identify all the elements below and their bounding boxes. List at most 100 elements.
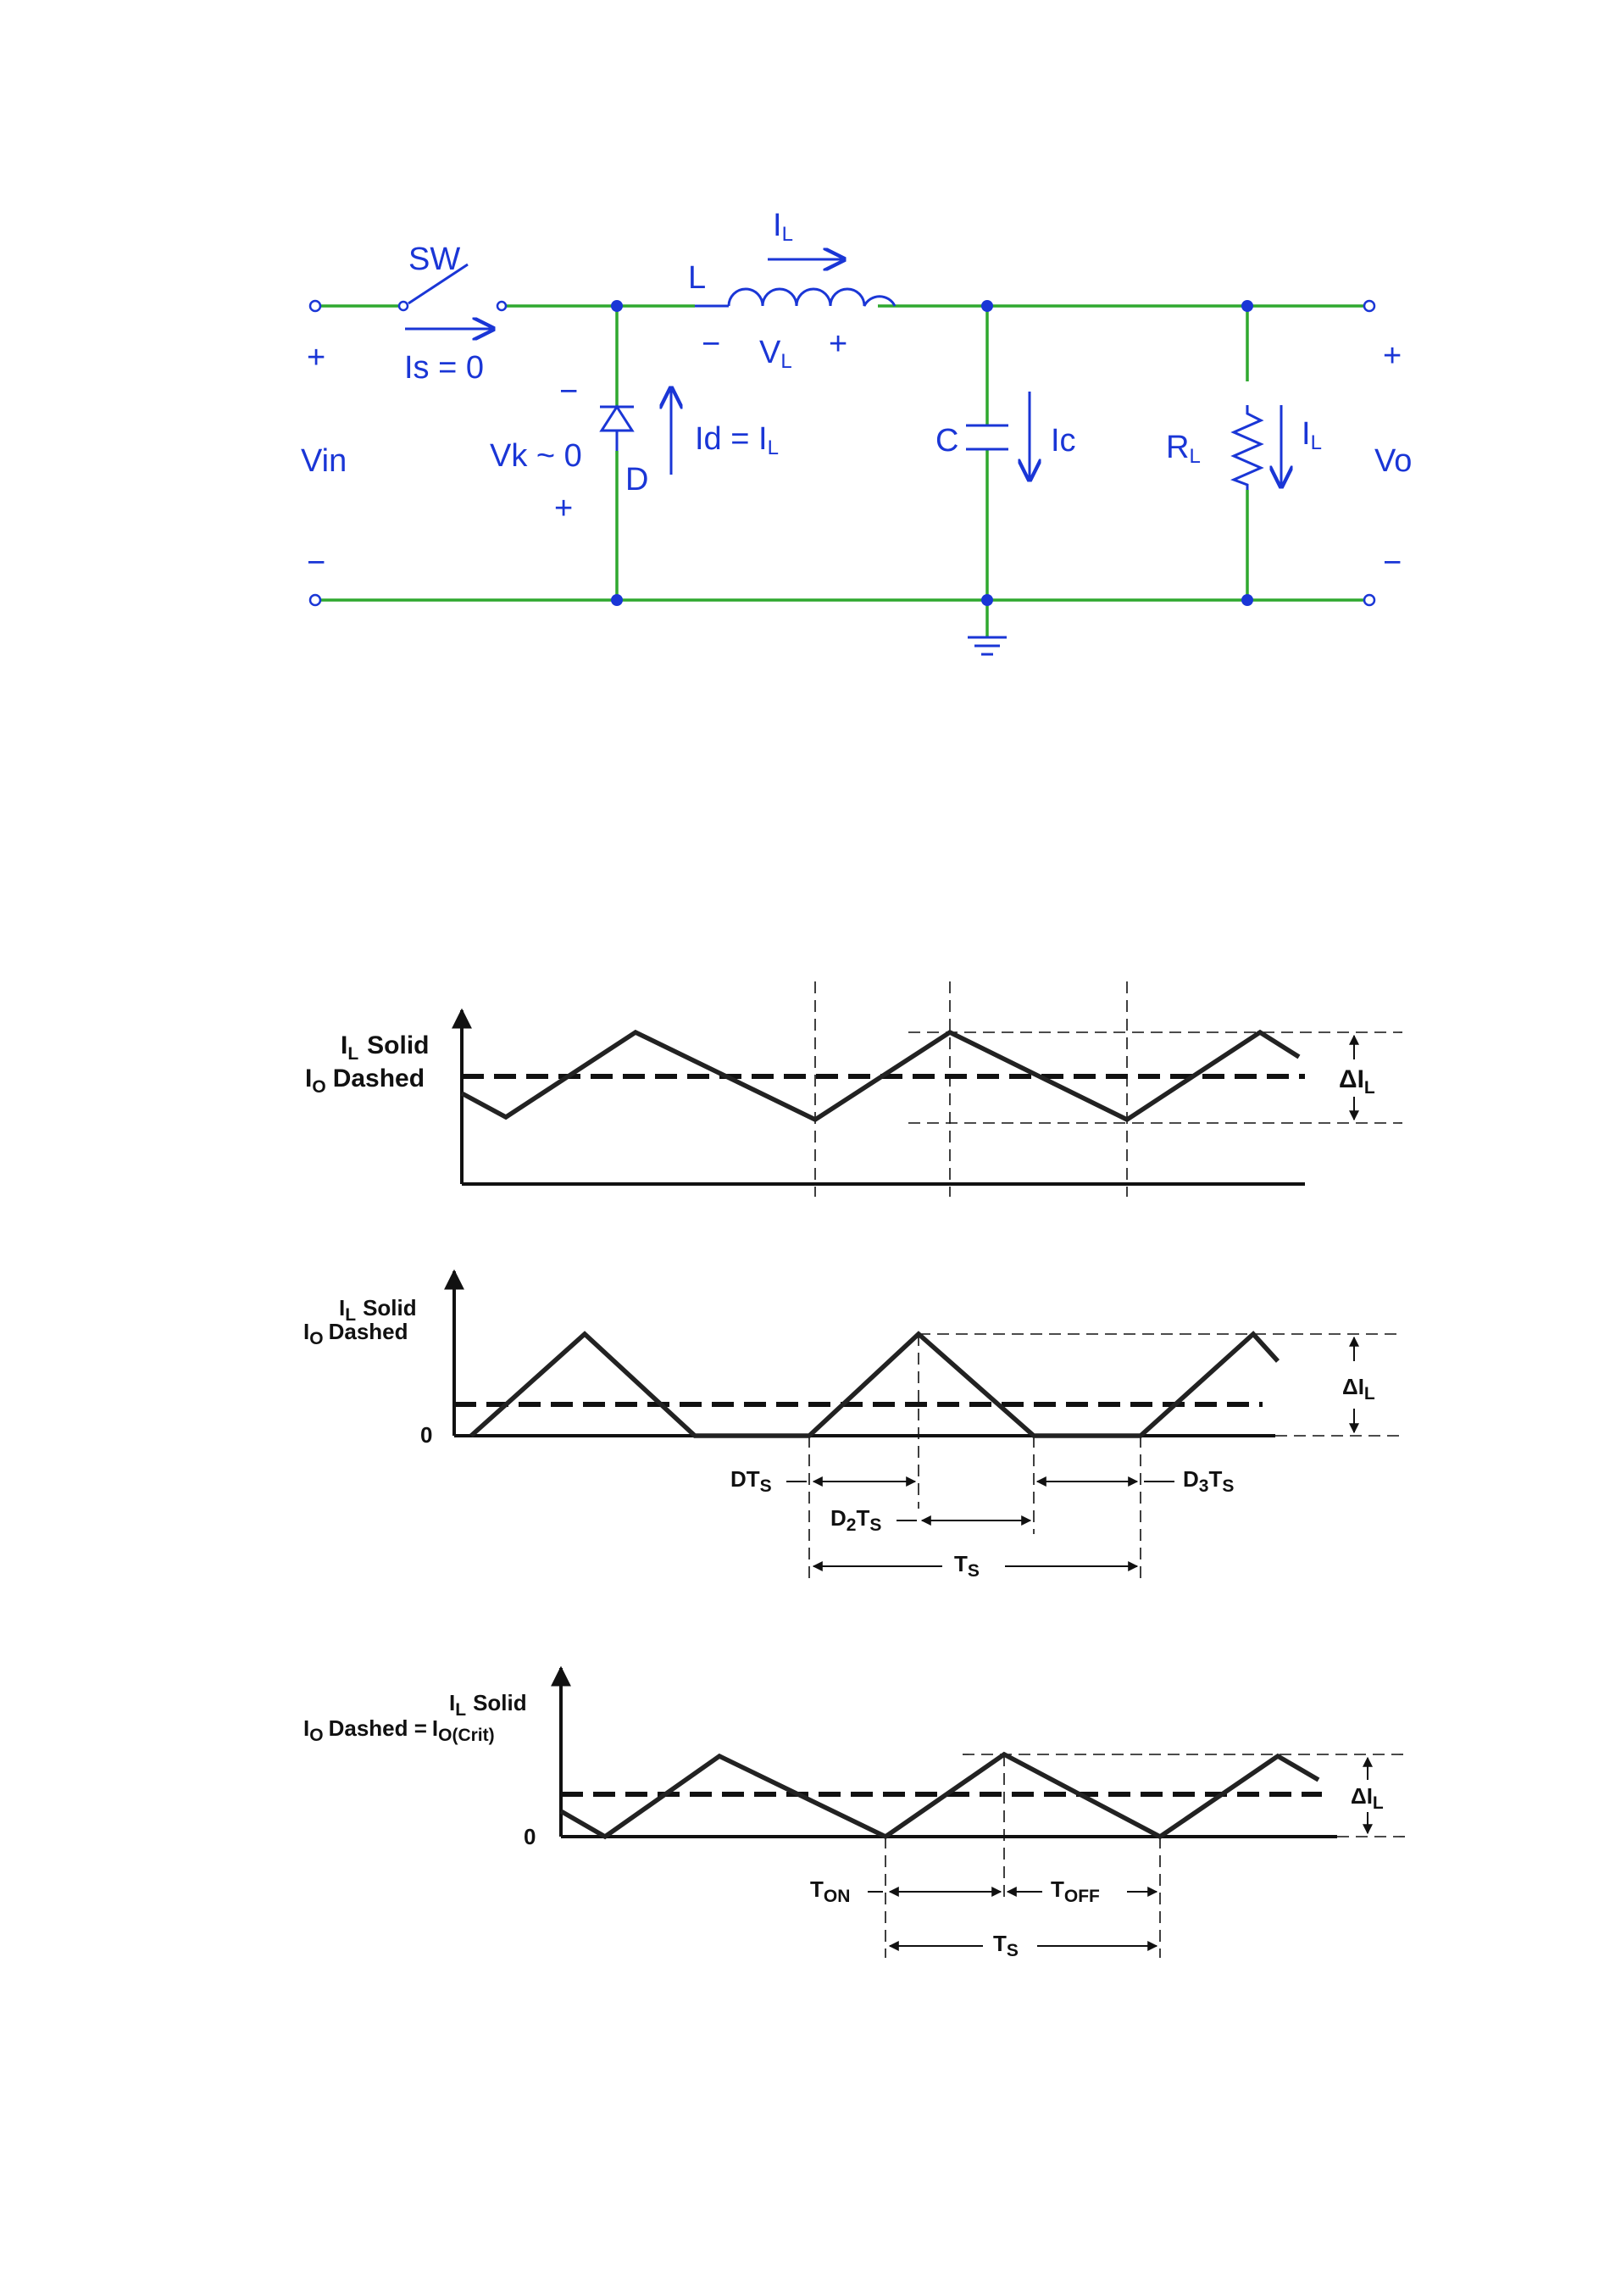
d3ts-subscript-s: S: [1222, 1476, 1234, 1496]
io-dashed-label: I: [305, 1065, 312, 1092]
continuous-ripple-label: ΔI: [1339, 1065, 1364, 1093]
dcm-ripple-subscript: L: [1364, 1384, 1375, 1404]
diode-current-subscript: L: [768, 436, 779, 459]
crit-io-crit-subscript: O(Crit): [438, 1726, 495, 1745]
load-resistor-label: R: [1166, 430, 1189, 465]
il-solid-subscript: L: [347, 1044, 358, 1064]
svg-text:D2TS: D2TS: [830, 1505, 881, 1535]
diode-minus-sign: −: [559, 374, 578, 409]
diode-label: D: [625, 462, 648, 498]
svg-text:TON: TON: [810, 1876, 850, 1906]
crit-il-solid-text: Solid: [473, 1690, 527, 1715]
dts-label: DT: [730, 1466, 760, 1492]
d2ts-subscript-s: S: [869, 1515, 881, 1535]
output-voltage-label: Vo: [1374, 443, 1412, 479]
dcm-il-solid-label: I: [339, 1295, 345, 1320]
io-dashed-text: Dashed: [333, 1065, 425, 1092]
inductor-current-subscript: L: [782, 223, 793, 246]
ground-symbol: [968, 637, 1007, 654]
inductor-voltage-label: V: [759, 335, 781, 370]
crit-il-solid-label: I: [449, 1690, 455, 1715]
input-plus-sign: +: [307, 340, 325, 375]
crit-ts-label: T: [993, 1931, 1007, 1956]
il-solid-label: I: [341, 1031, 347, 1059]
input-minus-sign: −: [307, 545, 325, 581]
toff-label: T: [1051, 1876, 1064, 1902]
d3ts-subscript-3: 3: [1199, 1476, 1209, 1496]
d3ts-label: D: [1183, 1466, 1199, 1492]
inductor-plus-sign: +: [829, 326, 847, 362]
svg-text:Id = IL: Id = IL: [695, 421, 779, 459]
capacitor-label: C: [935, 423, 958, 459]
io-dashed-subscript: O: [312, 1077, 325, 1097]
input-voltage-label: Vin: [301, 443, 347, 479]
crit-io-crit-label: I: [432, 1715, 438, 1741]
d2ts-label: D: [830, 1505, 847, 1531]
ton-subscript: ON: [824, 1887, 851, 1906]
svg-text:TS: TS: [993, 1931, 1019, 1960]
d2ts-t: T: [856, 1505, 869, 1531]
crit-ripple-label: ΔI: [1351, 1783, 1373, 1809]
load-resistor-subscript: L: [1189, 445, 1200, 468]
crit-il-solid-subscript: L: [455, 1700, 466, 1720]
il-solid-text: Solid: [367, 1031, 429, 1059]
crit-io-dashed-text: Dashed =: [329, 1715, 427, 1741]
capacitor-symbol: [966, 425, 1008, 449]
dcm-io-dashed-subscript: O: [309, 1329, 323, 1348]
svg-text:ΔIL: ΔIL: [1339, 1065, 1375, 1098]
svg-text:ΔIL: ΔIL: [1342, 1374, 1375, 1404]
crit-ripple-subscript: L: [1373, 1793, 1384, 1813]
svg-text:TOFF: TOFF: [1051, 1876, 1100, 1906]
crit-zero-label: 0: [524, 1824, 536, 1849]
dcm-ripple-label: ΔI: [1342, 1374, 1364, 1399]
output-minus-sign: −: [1383, 545, 1402, 581]
svg-text:ΔIL: ΔIL: [1351, 1783, 1384, 1813]
diode-symbol: [600, 407, 634, 451]
crit-io-dashed-subscript: O: [309, 1726, 323, 1745]
load-resistor-symbol: [1234, 405, 1261, 490]
dcm-ts-label: T: [954, 1551, 968, 1576]
svg-text:IL: IL: [773, 208, 793, 246]
svg-text:VL: VL: [759, 335, 792, 373]
continuous-ripple-subscript: L: [1364, 1078, 1375, 1098]
diode-voltage-label: Vk ~ 0: [490, 438, 582, 474]
ton-label: T: [810, 1876, 824, 1902]
capacitor-current-label: Ic: [1051, 423, 1076, 459]
inductor-minus-sign: −: [702, 326, 720, 362]
toff-subscript: OFF: [1064, 1887, 1100, 1906]
diode-current-label: Id = I: [695, 421, 768, 457]
inductor-label: L: [688, 260, 706, 296]
diode-plus-sign: +: [554, 491, 573, 526]
dcm-io-dashed-text: Dashed: [329, 1319, 408, 1344]
inductor-voltage-subscript: L: [780, 350, 791, 373]
svg-text:TS: TS: [954, 1551, 980, 1581]
svg-text:RL: RL: [1166, 430, 1201, 468]
dcm-il-solid-text: Solid: [363, 1295, 417, 1320]
crit-io-dashed-label: I: [303, 1715, 309, 1741]
d3ts-t: T: [1208, 1466, 1222, 1492]
svg-text:D3TS: D3TS: [1183, 1466, 1234, 1496]
load-current-subscript: L: [1311, 431, 1322, 454]
dts-subscript: S: [760, 1476, 772, 1496]
buck-circuit-schematic: SW Is = 0 + Vin − − Vk ~ 0 + D Id = IL L…: [301, 208, 1412, 654]
dcm-io-dashed-label: I: [303, 1319, 309, 1344]
svg-text:IL: IL: [1302, 416, 1322, 454]
switch-current-label: Is = 0: [404, 350, 484, 386]
d2ts-subscript-2: 2: [847, 1515, 857, 1535]
dcm-zero-label: 0: [420, 1422, 432, 1448]
svg-text:DTS: DTS: [730, 1466, 772, 1496]
output-plus-sign: +: [1383, 338, 1402, 374]
dcm-ts-subscript: S: [968, 1561, 980, 1581]
load-current-label: I: [1302, 416, 1311, 452]
crit-ts-subscript: S: [1007, 1941, 1019, 1960]
dcm-il-waveform: [471, 1334, 1278, 1436]
